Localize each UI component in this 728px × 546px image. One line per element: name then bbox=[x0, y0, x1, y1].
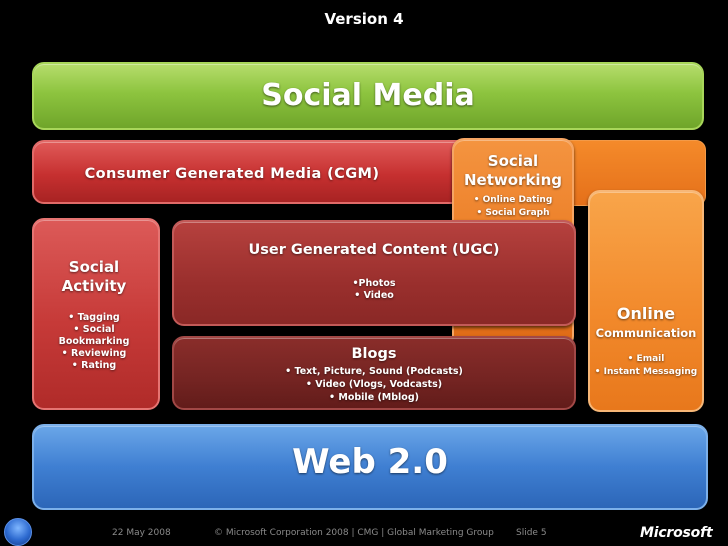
web20-label: Web 2.0 bbox=[292, 442, 448, 482]
social-media-label: Social Media bbox=[261, 78, 475, 113]
social-networking-label: Social Networking bbox=[454, 152, 572, 190]
social-networking-label-line2: Networking bbox=[464, 171, 562, 189]
blogs-bullet: • Text, Picture, Sound (Podcasts) bbox=[285, 366, 463, 377]
social-activity-label-line2: Activity bbox=[61, 277, 127, 295]
social-activity-label: Social Activity bbox=[34, 258, 154, 296]
web20-block: Web 2.0 bbox=[32, 424, 708, 510]
social-activity-bullet: • Rating bbox=[71, 360, 117, 371]
ugc-block: User Generated Content (UGC) •Photos • V… bbox=[172, 220, 576, 326]
online-communication-bullet: • Instant Messaging bbox=[594, 367, 698, 377]
ugc-label: User Generated Content (UGC) bbox=[248, 242, 500, 258]
online-communication-block: Online Communication • Email • Instant M… bbox=[588, 190, 704, 412]
slide-title: Version 4 bbox=[324, 10, 404, 28]
social-activity-bullet: Bookmarking bbox=[58, 336, 130, 347]
social-activity-bullet: • Social bbox=[73, 324, 115, 335]
ugc-bullet: •Photos bbox=[352, 278, 396, 289]
online-communication-label-line2: Communication bbox=[595, 326, 697, 340]
social-activity-bullet: • Tagging bbox=[68, 312, 120, 323]
ugc-bullet: • Video bbox=[354, 290, 394, 301]
online-communication-bullet: • Email bbox=[627, 354, 665, 364]
social-media-block: Social Media bbox=[32, 62, 704, 130]
footer-slide-number: Slide 5 bbox=[516, 528, 547, 538]
blogs-bullet: • Mobile (Mblog) bbox=[329, 392, 419, 403]
social-activity-label-line1: Social bbox=[68, 258, 120, 276]
blogs-block: Blogs • Text, Picture, Sound (Podcasts) … bbox=[172, 336, 576, 410]
cgm-block: Consumer Generated Media (CGM) bbox=[32, 140, 472, 204]
cgm-label: Consumer Generated Media (CGM) bbox=[84, 166, 380, 182]
footer-date: 22 May 2008 bbox=[112, 528, 171, 538]
social-networking-bullet: • Social Graph bbox=[476, 208, 550, 218]
social-activity-block: Social Activity • Tagging • Social Bookm… bbox=[32, 218, 160, 410]
blogs-label: Blogs bbox=[351, 346, 397, 362]
footer-copyright: © Microsoft Corporation 2008 | CMG | Glo… bbox=[214, 528, 494, 538]
blogs-bullet: • Video (Vlogs, Vodcasts) bbox=[305, 379, 443, 390]
social-activity-bullet: • Reviewing bbox=[61, 348, 127, 359]
online-communication-label-line1: Online bbox=[616, 304, 676, 323]
social-networking-label-line1: Social bbox=[487, 152, 539, 170]
microsoft-logo: Microsoft bbox=[640, 525, 713, 541]
social-networking-bullet: • Online Dating bbox=[473, 195, 553, 205]
slide-footer: 22 May 2008 © Microsoft Corporation 2008… bbox=[0, 522, 728, 546]
